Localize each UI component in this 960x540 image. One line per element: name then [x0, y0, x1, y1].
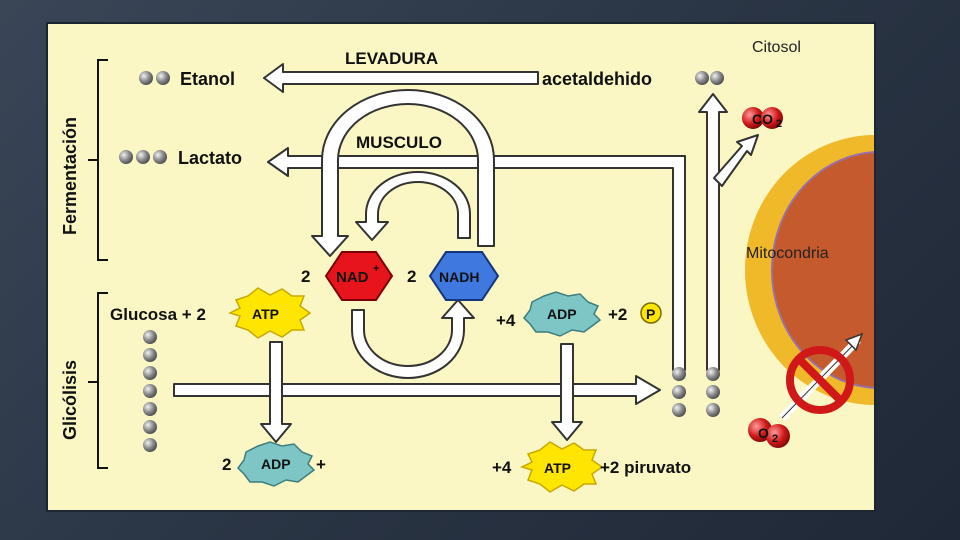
svg-text:CO: CO [752, 111, 773, 127]
svg-text:2: 2 [772, 433, 778, 445]
svg-text:2: 2 [776, 118, 782, 130]
label-yeast: LEVADURA [345, 49, 438, 68]
atp-badge-out [519, 441, 604, 493]
adp-badge-in [523, 291, 602, 337]
arrow-to-acetaldehyde [698, 93, 728, 371]
label-pyruvate: +2 piruvato [600, 458, 691, 477]
co2-molecule: CO 2 [742, 107, 783, 130]
svg-text:ADP: ADP [261, 456, 291, 472]
o2-molecule: O 2 [748, 418, 790, 448]
atp-badge-in [227, 287, 312, 339]
nadh-label: NADH [439, 269, 479, 285]
phosphate-coefficient: +2 [608, 305, 627, 324]
arrow-nadh-to-nad-inner [355, 171, 471, 241]
adp-out-plus: + [316, 455, 326, 474]
lactate-molecule [119, 150, 167, 164]
adp-badge-out [237, 441, 316, 487]
label-muscle: MUSCULO [356, 133, 442, 152]
nad-coefficient: 2 [301, 267, 310, 286]
arrow-to-co2 [713, 134, 759, 187]
ethanol-molecule [139, 71, 170, 85]
label-mitochondria: Mitocondria [746, 245, 829, 262]
arrow-glucose-to-pyruvate [173, 375, 661, 405]
flow-arrows [173, 63, 759, 443]
label-glucose: Glucosa + 2 [110, 305, 206, 324]
nad-label: NAD [336, 269, 369, 286]
arrow-nadh-to-nad-outer [311, 89, 495, 257]
label-ethanol: Etanol [180, 69, 235, 89]
atp-out-coefficient: +4 [492, 458, 512, 477]
arrow-adp-to-atp [551, 343, 583, 441]
forbidden-icon [786, 346, 854, 414]
label-cytosol: Citosol [752, 39, 801, 56]
acetaldehyde-molecule [695, 71, 724, 85]
label-acetaldehyde: acetaldehido [542, 69, 652, 89]
nad-badge [324, 251, 394, 301]
pyruvate-molecules [672, 367, 720, 417]
phosphate-badge [640, 302, 662, 324]
adp-in-coefficient: +4 [496, 311, 516, 330]
glucose-molecule [143, 330, 157, 452]
svg-text:ATP: ATP [544, 460, 571, 476]
svg-text:P: P [646, 306, 655, 322]
nad-superscript: + [373, 263, 379, 275]
section-fermentation: Fermentación [60, 117, 80, 235]
mitochondrion [745, 135, 874, 405]
svg-text:ADP: ADP [547, 306, 577, 322]
arrow-to-ethanol [263, 63, 539, 93]
nadh-badge [428, 251, 500, 301]
arrow-nad-to-nadh [351, 299, 475, 379]
glycolysis-bracket [97, 292, 108, 469]
svg-text:ATP: ATP [252, 306, 279, 322]
section-glycolysis: Glicólisis [60, 360, 80, 440]
arrow-atp-to-adp [260, 341, 292, 443]
label-lactate: Lactato [178, 148, 242, 168]
adp-out-coefficient: 2 [222, 455, 231, 474]
svg-text:O: O [758, 425, 769, 441]
nadh-coefficient: 2 [407, 267, 416, 286]
